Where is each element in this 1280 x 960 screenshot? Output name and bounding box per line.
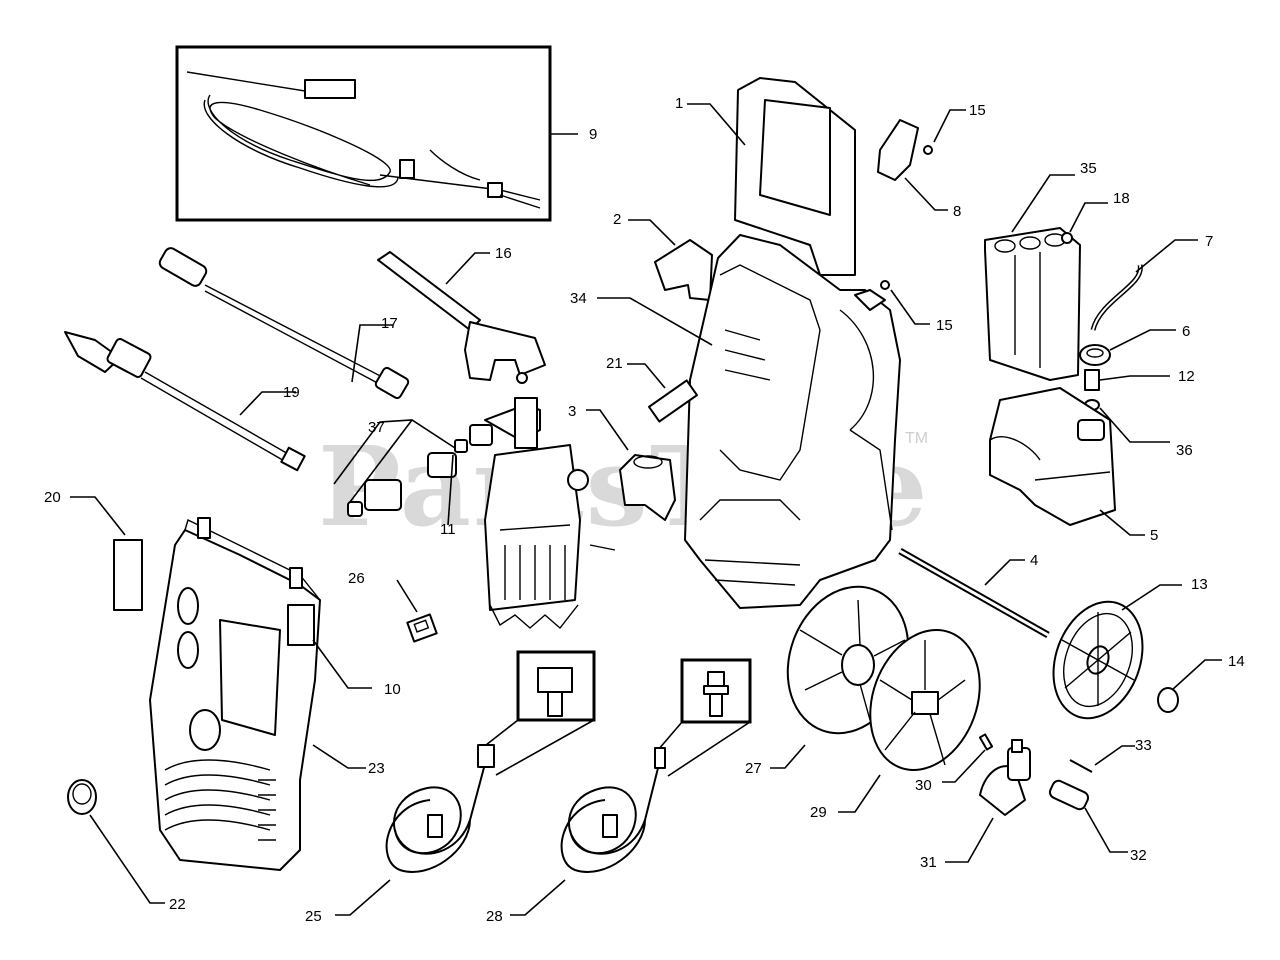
part-13-wheel[interactable] bbox=[1038, 589, 1158, 730]
label-9: 9 bbox=[589, 126, 597, 143]
label-14: 14 bbox=[1228, 653, 1245, 670]
label-12: 12 bbox=[1178, 368, 1195, 385]
label-30: 30 bbox=[915, 777, 932, 794]
part-7-tube[interactable] bbox=[1090, 264, 1143, 331]
pump-motor-assembly[interactable] bbox=[484, 397, 616, 630]
part-21-label[interactable] bbox=[647, 379, 699, 423]
part-22-knob[interactable] bbox=[67, 779, 97, 815]
part-6-filter-cap[interactable] bbox=[1079, 344, 1111, 366]
label-25: 25 bbox=[305, 908, 322, 925]
part-25-hose[interactable] bbox=[385, 744, 495, 873]
label-21: 21 bbox=[606, 355, 623, 372]
part-15-screw-mid[interactable] bbox=[880, 280, 890, 290]
label-3: 3 bbox=[568, 403, 576, 420]
main-housing[interactable] bbox=[684, 234, 901, 609]
part-20-label[interactable] bbox=[113, 539, 143, 611]
label-19: 19 bbox=[283, 384, 300, 401]
part-17-lance[interactable] bbox=[158, 246, 410, 400]
part-26-switch[interactable] bbox=[406, 613, 438, 643]
label-7: 7 bbox=[1205, 233, 1213, 250]
label-5: 5 bbox=[1150, 527, 1158, 544]
label-15a: 15 bbox=[969, 102, 986, 119]
label-34: 34 bbox=[570, 290, 587, 307]
part-15-screw-top[interactable] bbox=[923, 145, 933, 155]
label-8: 8 bbox=[953, 203, 961, 220]
part-16-spray-gun[interactable] bbox=[377, 251, 546, 384]
label-6: 6 bbox=[1182, 323, 1190, 340]
part-33-pin[interactable] bbox=[1069, 759, 1093, 773]
label-18: 18 bbox=[1113, 190, 1130, 207]
part-1-handle[interactable] bbox=[734, 77, 856, 276]
part-2-bracket[interactable] bbox=[654, 239, 713, 301]
label-29: 29 bbox=[810, 804, 827, 821]
label-36: 36 bbox=[1176, 442, 1193, 459]
detail-box-nipple bbox=[680, 658, 752, 724]
part-18-ball[interactable] bbox=[1061, 232, 1073, 244]
label-26: 26 bbox=[348, 570, 365, 587]
part-23-front-cover[interactable] bbox=[149, 517, 321, 871]
part-14-wheel-cap[interactable] bbox=[1157, 687, 1179, 713]
part-19-turbo-lance[interactable] bbox=[64, 331, 306, 472]
label-2: 2 bbox=[613, 211, 621, 228]
part-32-handle-grip[interactable] bbox=[1048, 779, 1090, 811]
part-35-nozzle-holder[interactable] bbox=[984, 227, 1081, 381]
label-13: 13 bbox=[1191, 576, 1208, 593]
label-10: 10 bbox=[384, 681, 401, 698]
part-31-crank[interactable] bbox=[979, 739, 1031, 816]
part-29-reel-disc[interactable] bbox=[852, 615, 999, 786]
part-3-hose-guide[interactable] bbox=[619, 454, 676, 521]
part-12-fitting[interactable] bbox=[1084, 369, 1100, 391]
label-16: 16 bbox=[495, 245, 512, 262]
label-4: 4 bbox=[1030, 552, 1038, 569]
label-11: 11 bbox=[440, 521, 456, 538]
detail-box-nut bbox=[516, 650, 596, 722]
label-23: 23 bbox=[368, 760, 385, 777]
part-8-hook[interactable] bbox=[877, 119, 919, 181]
label-15b: 15 bbox=[936, 317, 953, 334]
part-5-detergent-tank[interactable] bbox=[989, 387, 1116, 526]
label-35: 35 bbox=[1080, 160, 1097, 177]
label-20: 20 bbox=[44, 489, 61, 506]
label-31: 31 bbox=[920, 854, 937, 871]
part-37-fittings[interactable] bbox=[347, 424, 493, 517]
label-28: 28 bbox=[486, 908, 503, 925]
label-37: 37 bbox=[368, 419, 385, 436]
part-28-hose[interactable] bbox=[560, 747, 666, 873]
part-4-axle[interactable] bbox=[898, 547, 1050, 639]
label-27: 27 bbox=[745, 760, 762, 777]
label-33: 33 bbox=[1135, 737, 1152, 754]
label-32: 32 bbox=[1130, 847, 1147, 864]
watermark-trademark: TM bbox=[905, 430, 928, 447]
label-17: 17 bbox=[381, 315, 398, 332]
part-30-pin[interactable] bbox=[978, 733, 994, 751]
label-22: 22 bbox=[169, 896, 186, 913]
label-1: 1 bbox=[675, 95, 683, 112]
part-9-cord-kit[interactable] bbox=[175, 45, 578, 222]
